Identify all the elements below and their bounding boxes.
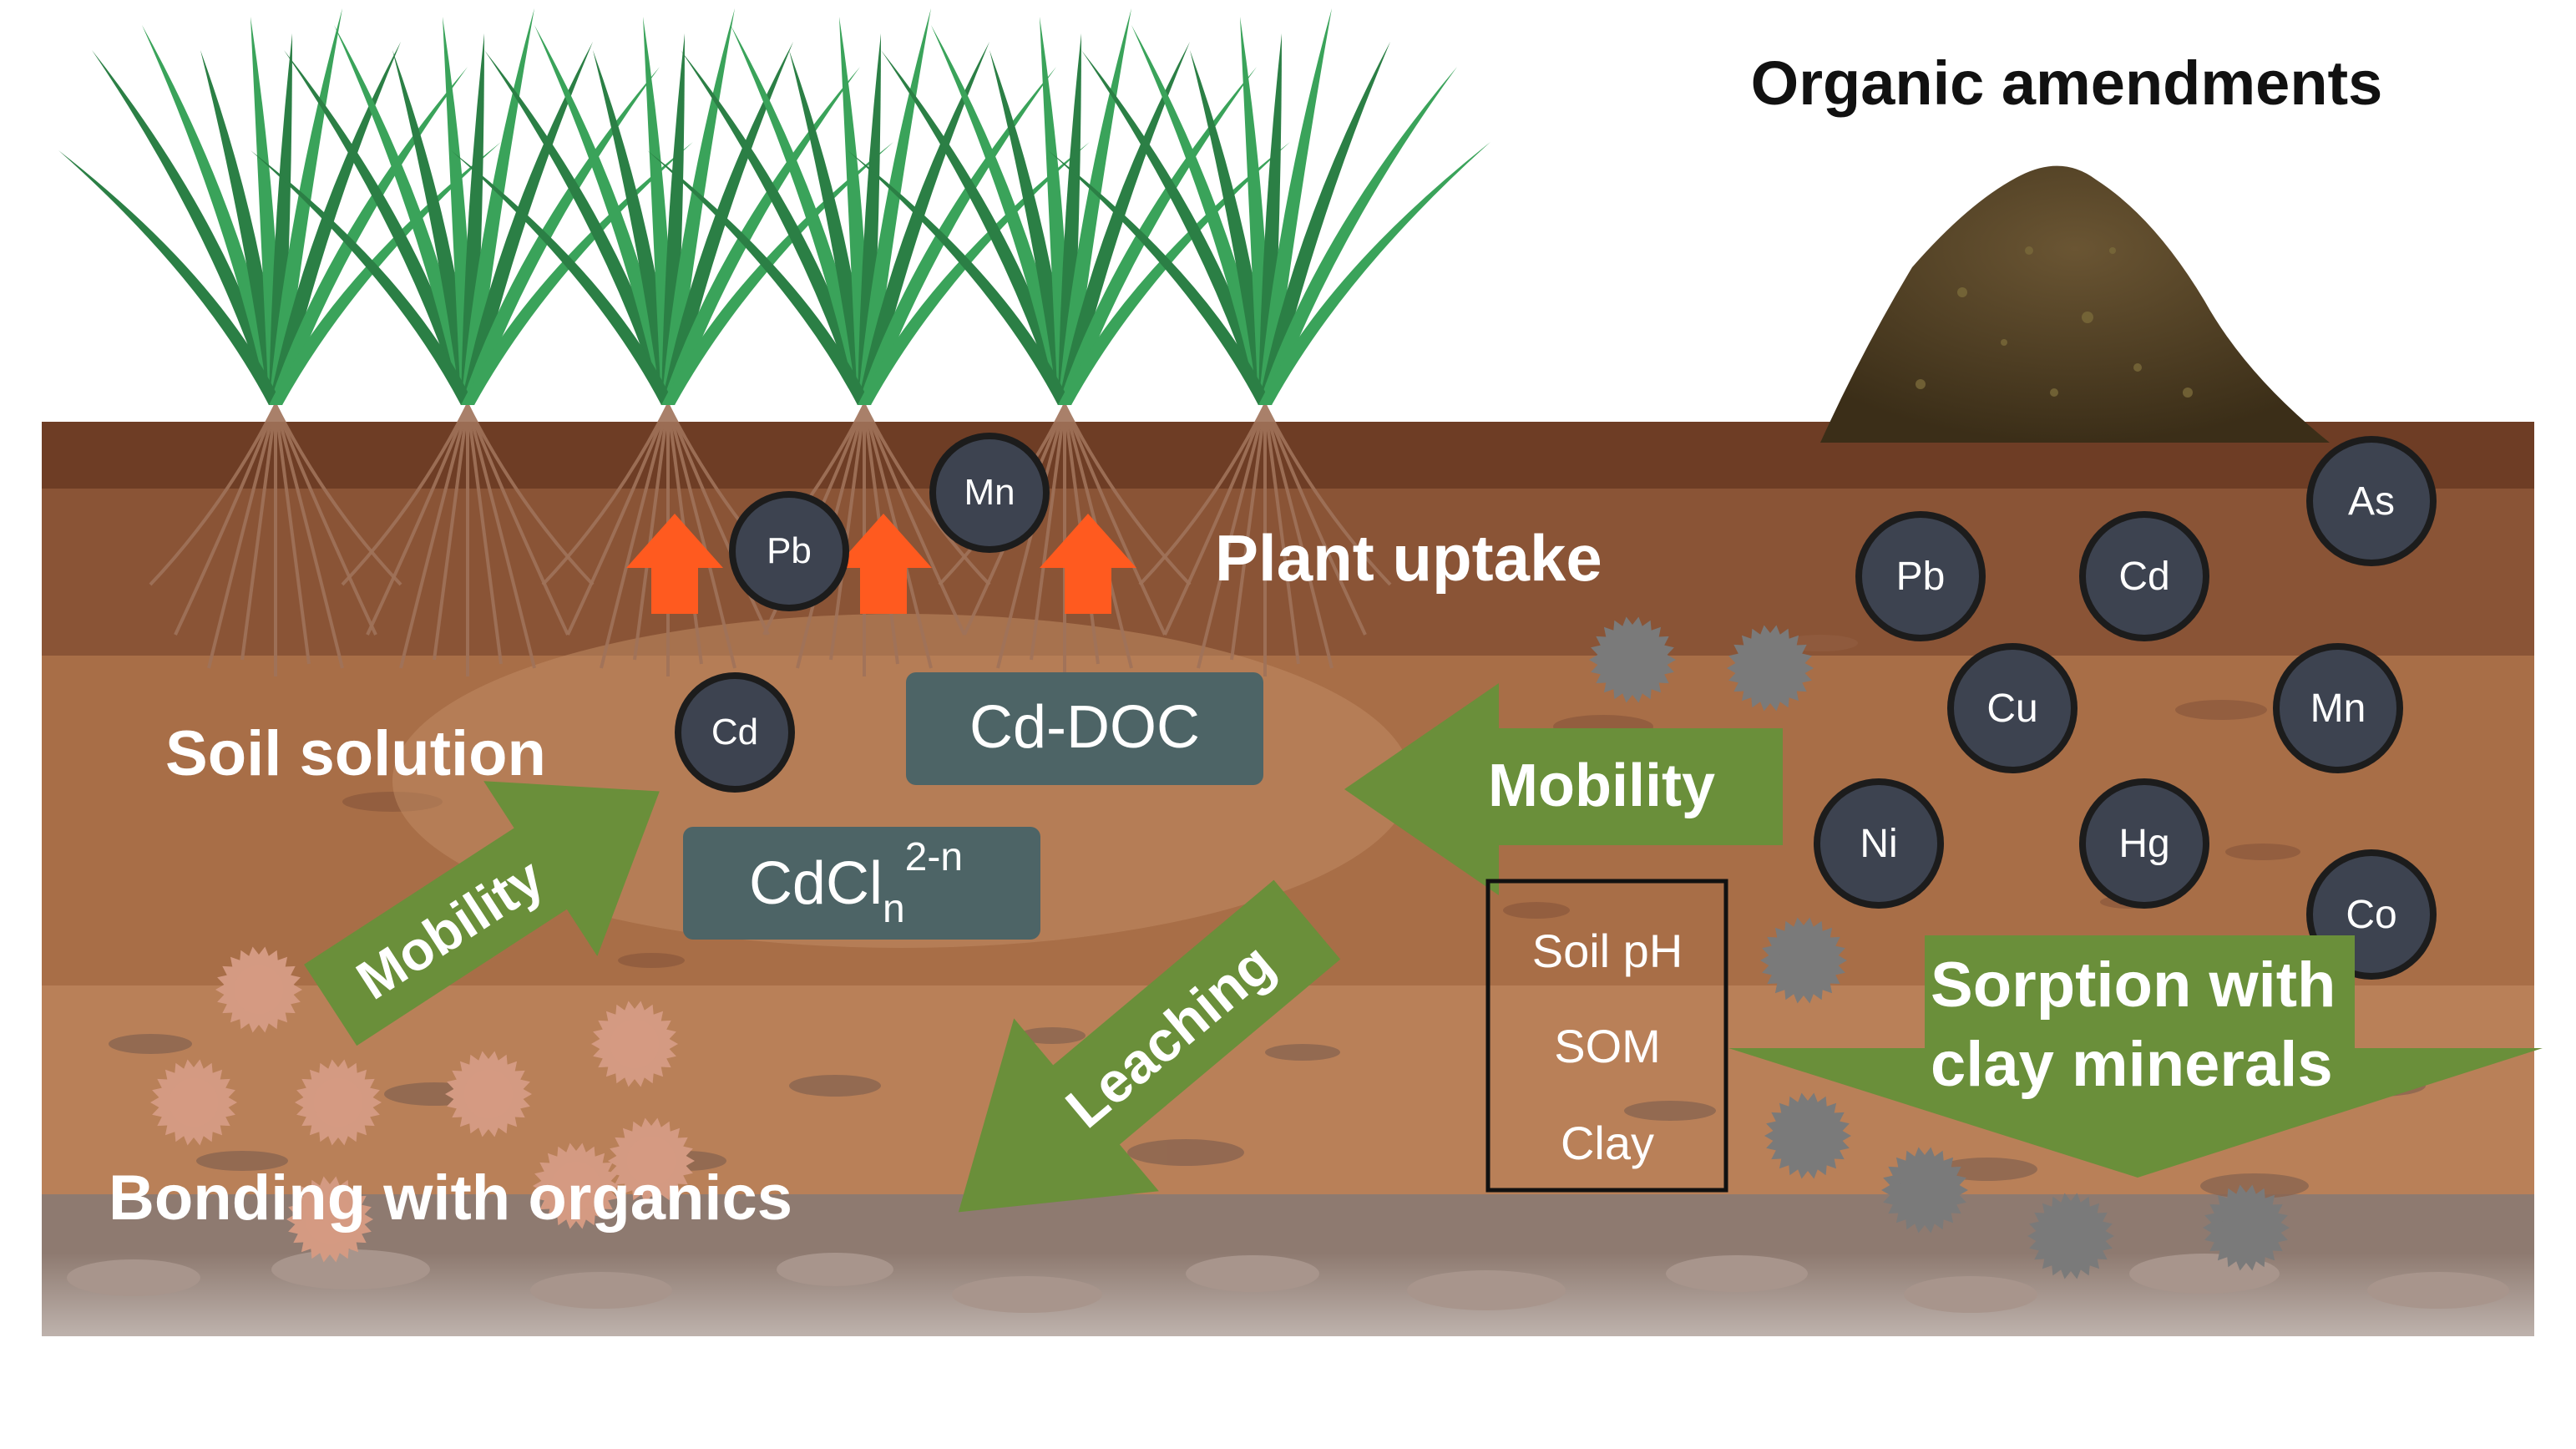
clay-particle <box>2203 1184 2290 1271</box>
sorption-label-line1: Sorption with <box>1931 950 2336 1021</box>
plant-3 <box>451 8 893 676</box>
clay-particle <box>1764 1092 1851 1179</box>
svg-text:Cd-DOC: Cd-DOC <box>969 694 1200 761</box>
organic-particle <box>295 1059 382 1146</box>
organic-particles <box>150 946 695 1263</box>
amendment-ion-mn: Mn <box>2273 643 2403 773</box>
mobility-right-label: Mobility <box>1488 752 1715 819</box>
organic-particle <box>215 946 302 1033</box>
ion-label: As <box>2348 479 2395 524</box>
svg-text:Cd: Cd <box>711 712 758 752</box>
ion-label: Co <box>2346 893 2396 937</box>
amendment-ion-pb: Pb <box>1855 511 1986 641</box>
plant-roots <box>541 404 795 676</box>
factor-som: SOM <box>1554 1020 1661 1072</box>
plant-roots <box>341 404 595 676</box>
amendment-ion-ni: Ni <box>1814 778 1944 909</box>
plant-2 <box>251 8 693 676</box>
uptake-arrow-3 <box>1040 514 1136 614</box>
plant-roots <box>1138 404 1392 676</box>
factor-clay: Clay <box>1561 1117 1654 1169</box>
svg-text:Pb: Pb <box>767 530 812 571</box>
amendment-ion-cu: Cu <box>1947 643 2078 773</box>
organic-amendments-title: Organic amendments <box>1751 48 2383 118</box>
clay-particle <box>1881 1147 1968 1234</box>
solution-ion-cd: Cd <box>675 672 795 793</box>
bonding-with-organics-label: Bonding with organics <box>109 1163 792 1234</box>
ion-label: Pb <box>1896 555 1946 599</box>
ion-label: Cd <box>2118 555 2169 599</box>
compost-pile <box>1820 165 2330 443</box>
ion-label: Cu <box>1986 687 2037 731</box>
soil-factors-box: Soil pH SOM Clay <box>1485 879 1728 1193</box>
ion-label: Hg <box>2118 822 2169 866</box>
factor-soil-ph: Soil pH <box>1532 925 1683 977</box>
svg-text:Mn: Mn <box>964 472 1015 513</box>
soil-solution-label: Soil solution <box>165 718 546 789</box>
plants <box>58 8 1490 676</box>
compost-heap <box>1820 165 2330 443</box>
ion-label: Ni <box>1860 822 1897 866</box>
plant-4 <box>647 8 1090 676</box>
uptake-arrows <box>626 514 1136 614</box>
amendment-ion-hg: Hg <box>2079 778 2209 909</box>
clay-particle <box>1760 917 1847 1004</box>
organic-particle <box>533 1142 620 1229</box>
cdcl-subscript: n <box>883 887 905 931</box>
sorption-arrow <box>1728 935 2543 1178</box>
plant-roots <box>149 404 402 676</box>
plant-blades <box>848 8 1290 405</box>
uptake-arrow-2 <box>835 514 932 614</box>
mobility-arrow-right: Mobility <box>1344 683 1783 895</box>
sorption-label-line2: clay minerals <box>1931 1029 2333 1100</box>
plant-uptake-label: Plant uptake <box>1215 521 1602 595</box>
cdcl-base: CdCl <box>749 850 883 917</box>
clay-particle <box>1727 625 1814 712</box>
amendment-ion-as: As <box>2306 436 2437 566</box>
cdcl-complex: CdCln2-n <box>683 827 1040 940</box>
clay-particles <box>1589 616 2290 1279</box>
clay-particle <box>2027 1193 2114 1279</box>
amendment-ion-cd: Cd <box>2079 511 2209 641</box>
plant-5 <box>848 8 1290 676</box>
organic-particle <box>150 1059 237 1146</box>
gravel-stones <box>67 1249 2509 1313</box>
ion-label: Mn <box>2310 687 2366 731</box>
uptake-ion-mn: Mn <box>929 433 1050 553</box>
uptake-ion-pb: Pb <box>729 491 849 611</box>
organic-particle <box>608 1117 695 1204</box>
cdcl-superscript: 2-n <box>905 835 963 879</box>
plant-blades <box>451 8 893 405</box>
cd-doc-complex: Cd-DOC <box>906 672 1263 785</box>
uptake-arrow-1 <box>626 514 723 614</box>
plant-blades <box>251 8 693 405</box>
organic-particle <box>445 1051 532 1137</box>
plant-blades <box>647 8 1090 405</box>
svg-text:CdCln2-n: CdCln2-n <box>749 835 963 931</box>
organic-particle <box>286 1176 373 1263</box>
clay-particle <box>1589 616 1676 703</box>
organic-particle <box>591 1001 678 1087</box>
plant-blades <box>1048 8 1490 405</box>
plant-6 <box>1048 8 1490 676</box>
